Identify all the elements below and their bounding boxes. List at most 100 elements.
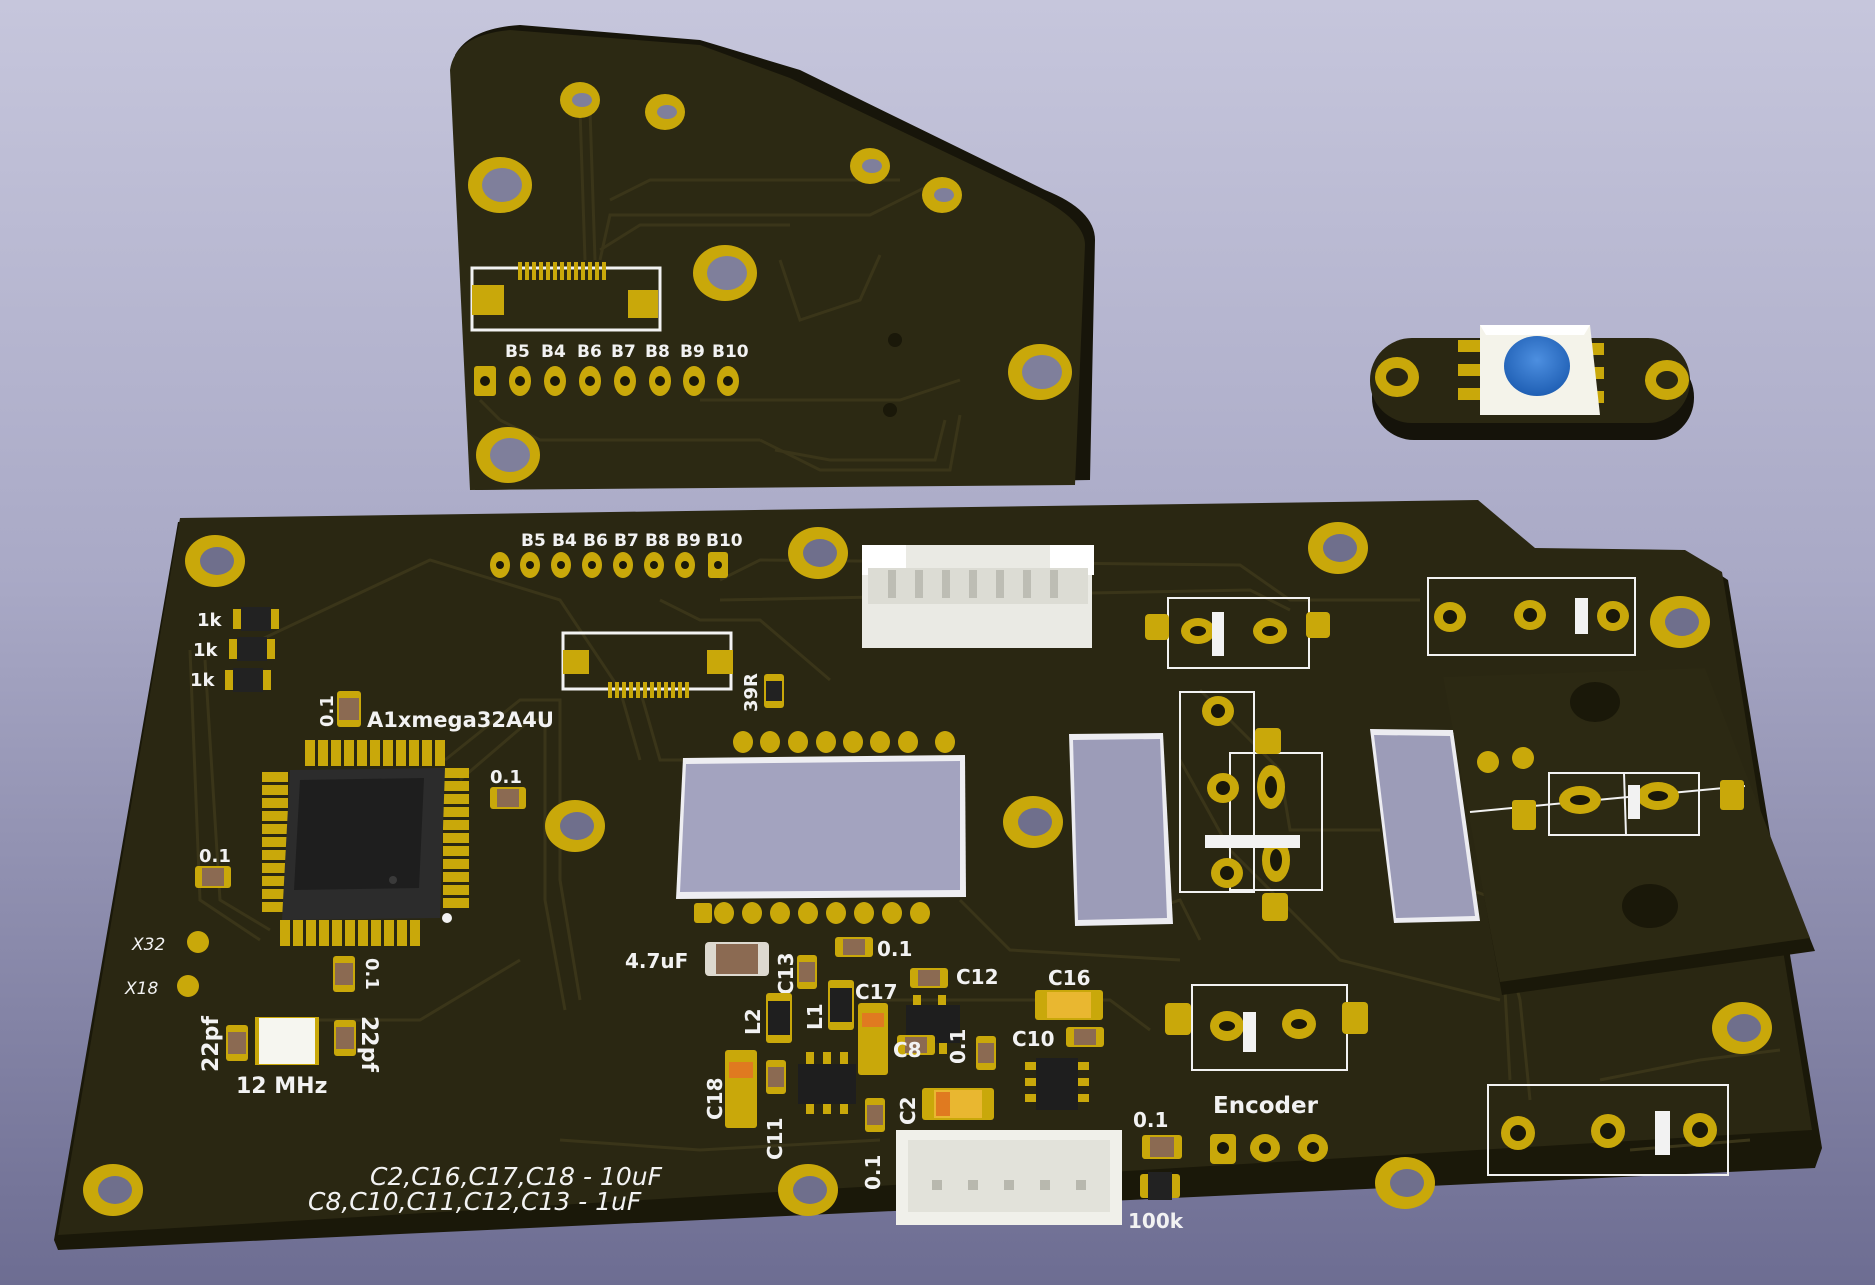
top-board: B5 B4 B6 B7 B8 B9 B10	[450, 25, 1095, 490]
test-pad	[187, 931, 209, 953]
display-cutout	[676, 755, 966, 899]
inductor-l2	[766, 993, 792, 1043]
capacitor-c12	[910, 968, 948, 988]
jst-connector-5pin	[896, 1130, 1122, 1225]
test-pad-label: X18	[124, 979, 158, 999]
cap-label: C17	[855, 980, 898, 1004]
switch-footprint	[1427, 577, 1636, 656]
cap-label: 0.1	[361, 958, 382, 990]
header-label: B8	[645, 342, 670, 362]
crystal-label: 12 MHz	[236, 1074, 327, 1099]
buck-ic	[798, 1052, 856, 1114]
resistor	[225, 668, 271, 692]
cap-label: 0.1	[861, 1155, 885, 1190]
cap-label: C18	[703, 1077, 727, 1120]
capacitor	[334, 1020, 356, 1056]
resistor-label: 1k	[190, 670, 216, 691]
header-label: B10	[712, 342, 749, 362]
cap-label: C8	[893, 1038, 922, 1062]
encoder-pads	[1210, 1134, 1328, 1164]
resistor	[229, 637, 275, 661]
header-label: B7	[614, 531, 639, 551]
main-board-header-pads	[490, 552, 728, 578]
main-board-ffc-connector	[561, 631, 733, 698]
capacitor-c8	[897, 1035, 935, 1055]
capacitor-c10	[1066, 1027, 1104, 1047]
inductor-label: L2	[741, 1008, 765, 1035]
cap-label: 0.1	[317, 695, 338, 727]
cap-label: C2	[896, 1096, 920, 1125]
inductor-l1	[828, 980, 854, 1030]
board-cutout	[1069, 733, 1173, 926]
capacitor	[333, 956, 355, 992]
crystal-12mhz	[255, 1017, 319, 1065]
capacitor-c11	[766, 1060, 786, 1094]
capacitor	[865, 1098, 885, 1132]
top-board-header-pads	[474, 366, 739, 396]
switch-footprint	[1165, 984, 1368, 1071]
capacitor	[490, 787, 526, 809]
capacitor-c17	[858, 1003, 888, 1075]
capacitor-c18	[725, 1050, 757, 1128]
top-board-mount-hole	[1008, 344, 1072, 400]
header-label: B6	[577, 342, 602, 362]
capacitor	[1142, 1135, 1182, 1159]
header-label: B4	[552, 531, 577, 551]
cap-label: 22pf	[199, 1016, 224, 1072]
switch-footprint-vertical	[1179, 691, 1323, 921]
test-pad-label: X32	[131, 935, 165, 955]
header-label: B10	[706, 531, 743, 551]
switch-footprint	[1487, 1084, 1729, 1176]
cap-label: 22pf	[356, 1016, 381, 1072]
top-board-mount-hole	[468, 157, 532, 213]
cap-label: C13	[774, 952, 798, 995]
cap-label: 0.1	[490, 767, 522, 788]
resistor-label: 1k	[197, 610, 223, 631]
mcu-label: A1xmega32A4U	[367, 708, 554, 732]
resistor-label: 100k	[1128, 1209, 1184, 1233]
capacitor	[226, 1025, 248, 1061]
board-cutout	[1370, 729, 1480, 923]
resistor-label: 39R	[741, 673, 762, 712]
cap-label: C11	[763, 1117, 787, 1160]
cap-label: C10	[1012, 1027, 1055, 1051]
top-board-header-labels: B5 B4 B6 B7 B8 B9 B10	[505, 342, 749, 362]
header-label: B4	[541, 342, 566, 362]
capacitor-4.7uf	[705, 942, 769, 976]
inductor-label: L1	[803, 1003, 827, 1030]
main-board-header-labels: B5 B4 B6 B7 B8 B9 B10	[521, 531, 743, 551]
cap-label: 0.1	[946, 1029, 970, 1064]
capacitor	[337, 691, 361, 727]
cap-label: C16	[1048, 966, 1091, 990]
switch-subboard	[1443, 668, 1815, 995]
capacitor	[976, 1036, 996, 1070]
assembly-note: C2,C16,C17,C18 - 10uF	[370, 1162, 663, 1191]
led-board	[1370, 325, 1694, 440]
cap-label: 0.1	[199, 846, 231, 867]
top-board-mount-hole	[476, 427, 540, 483]
cap-label: 0.1	[877, 937, 912, 961]
assembly-note: C8,C10,C11,C12,C13 - 1uF	[308, 1187, 642, 1216]
capacitor	[195, 866, 231, 888]
cap-label: 4.7uF	[625, 949, 688, 973]
resistor-label: 1k	[193, 640, 219, 661]
header-label: B8	[645, 531, 670, 551]
switch-footprint	[1145, 597, 1330, 669]
capacitor-c16	[1035, 990, 1103, 1020]
cap-label: 0.1	[1133, 1108, 1168, 1132]
test-pad	[177, 975, 199, 997]
mosfet-ic	[1025, 1058, 1089, 1110]
header-label: B9	[676, 531, 701, 551]
top-board-ffc-connector	[470, 262, 662, 332]
display-pin-row-bottom	[694, 902, 930, 924]
display-pin-row-top	[733, 731, 955, 753]
mcu-xmega32a4u	[262, 740, 469, 946]
header-label: B5	[521, 531, 546, 551]
capacitor	[835, 937, 873, 957]
top-board-mount-hole	[693, 245, 757, 301]
capacitor-c2	[922, 1088, 994, 1120]
resistor-39r	[764, 674, 784, 708]
header-label: B9	[680, 342, 705, 362]
header-label: B7	[611, 342, 636, 362]
